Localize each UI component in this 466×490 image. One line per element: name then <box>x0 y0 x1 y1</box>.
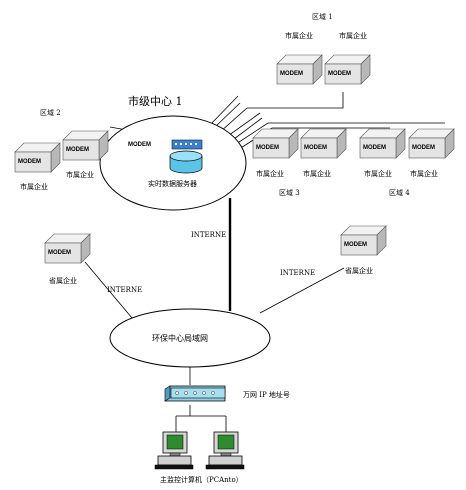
enterprise-label-r2a: 市属企业 <box>20 182 48 191</box>
link-center-to-region1-a <box>209 95 239 126</box>
enterprise-label-r3a: 市属企业 <box>256 169 284 178</box>
modem-box-r1a-label: MODEM <box>280 71 303 77</box>
enterprise-label-r1b: 市属企业 <box>339 31 367 40</box>
city-center-title: 市级中心 1 <box>128 94 183 108</box>
internet-label-right: INTERNE <box>280 269 315 277</box>
modem-box-r4a: MODEM <box>359 128 406 159</box>
link-center-to-region4-b <box>235 127 390 152</box>
region-1-label: 区域 1 <box>312 12 333 21</box>
link-center-to-region1-b <box>214 102 241 128</box>
link-hub-to-pcs <box>175 405 227 432</box>
modem-box-r4b-label: MODEM <box>412 145 435 151</box>
hub-caption-label: 万网 IP 地址号 <box>243 390 290 399</box>
province-enterprise-left-label: 省属企业 <box>49 276 77 285</box>
internet-label-left: INTERNE <box>107 286 142 294</box>
internet-label-center: INTERNE <box>191 231 226 239</box>
modem-box-r2a-label: MODEM <box>18 159 41 165</box>
region-2-label: 区域 2 <box>40 108 61 117</box>
modem-box-province-left-label: MODEM <box>48 250 71 256</box>
link-center-to-region1-c <box>219 92 344 133</box>
region-3-label: 区域 3 <box>279 188 300 197</box>
connection-lines <box>45 92 445 432</box>
enterprise-label-r3b: 市属企业 <box>303 169 331 178</box>
computer-icon-left <box>154 431 194 470</box>
city-center-modem-label: MODEM <box>128 142 151 148</box>
modem-box-r3a: MODEM <box>252 128 299 159</box>
modem-box-r1b-label: MODEM <box>328 71 351 77</box>
modem-box-province-right-label: MODEM <box>344 242 367 248</box>
modem-device-icon <box>171 139 203 150</box>
modem-box-r2b: MODEM <box>62 130 109 161</box>
network-hub-icon <box>164 385 226 402</box>
enterprise-label-r4b: 市属企业 <box>410 169 438 178</box>
computer-icon-right <box>205 431 245 470</box>
modem-box-province-right: MODEM <box>340 225 387 256</box>
modem-boxes: MODEM MODEM MODEM MODEM MODEM MODEM MODEM MODEM… <box>14 54 455 264</box>
modem-box-r2a: MODEM <box>14 142 61 173</box>
link-province-right-to-lan <box>259 267 345 314</box>
modem-box-r2b-label: MODEM <box>66 147 89 153</box>
enterprise-label-r4a: 市属企业 <box>364 169 392 178</box>
modem-box-province-left: MODEM <box>44 233 91 264</box>
region-4-label: 区域 4 <box>389 188 410 197</box>
enterprise-label-r2b: 市属企业 <box>66 170 94 179</box>
modem-box-r3b: MODEM <box>300 128 347 159</box>
modem-box-r3a-label: MODEM <box>256 145 279 151</box>
realtime-server-label: 实时数据服务器 <box>148 179 197 188</box>
monitor-pc-label: 主监控计算机（PCAnto） <box>160 475 243 484</box>
database-server-icon <box>169 150 203 174</box>
modem-box-r4b: MODEM <box>408 128 455 159</box>
modem-box-r3b-label: MODEM <box>304 145 327 151</box>
modem-box-r1a: MODEM <box>276 54 323 85</box>
link-province-left-to-lan <box>84 261 133 319</box>
env-center-lan-label: 环保中心局域网 <box>152 333 208 343</box>
modem-box-r1b: MODEM <box>324 54 371 85</box>
lan-ellipse <box>109 308 271 368</box>
province-enterprise-right-label: 省属企业 <box>345 266 373 275</box>
enterprise-label-r1a: 市属企业 <box>285 31 313 40</box>
modem-box-r4a-label: MODEM <box>363 145 386 151</box>
link-center-to-region4-a <box>232 122 445 147</box>
